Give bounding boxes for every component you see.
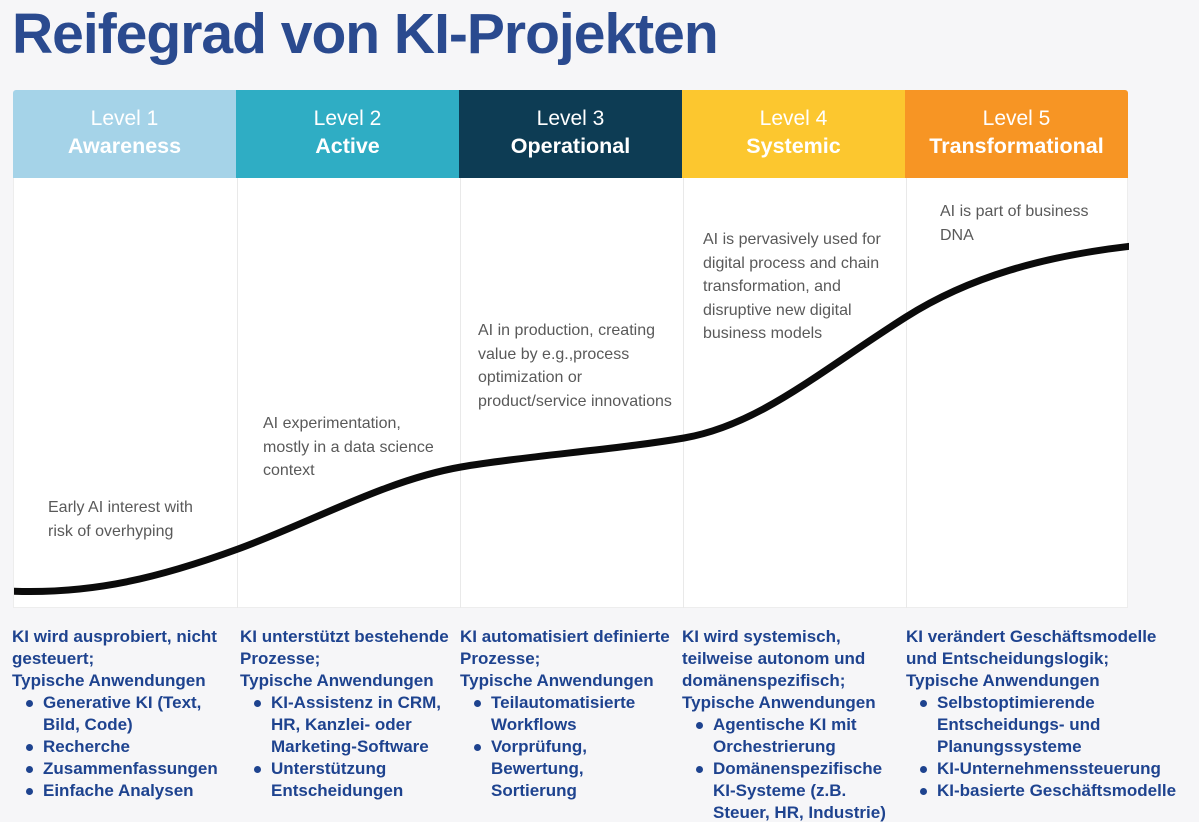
level-1-label: Level 1 [90, 107, 159, 130]
maturity-panel: Early AI interest with risk of overhypin… [13, 178, 1129, 608]
maturity-curve [14, 242, 1129, 595]
level-summary: KI wird ausprobiert, nicht gesteuert; [12, 627, 217, 668]
bullet-item: Recherche [12, 736, 240, 758]
level-5-header: Level 5 Transformational [905, 90, 1128, 178]
bullet-item: KI-Assistenz in CRM, HR, Kanzlei- oder M… [240, 692, 452, 758]
level-2-label: Level 2 [313, 107, 382, 130]
level-4-curve-note: AI is pervasively used for digital proce… [703, 231, 881, 342]
level-3-curve-note: AI in production, creating value by e.g.… [478, 322, 672, 410]
level-3-name: Operational [510, 134, 631, 158]
level-3-header: Level 3 Operational [459, 90, 682, 178]
applications-list: KI-Assistenz in CRM, HR, Kanzlei- oder M… [240, 692, 452, 802]
level-5-curve-note: AI is part of business DNA [940, 203, 1089, 244]
applications-list: Generative KI (Text, Bild, Code)Recherch… [12, 692, 240, 802]
level-summary: KI automatisiert definierte Prozesse; [460, 627, 670, 668]
bullet-item: Generative KI (Text, Bild, Code) [12, 692, 240, 736]
level-1-curve-note: Early AI interest with risk of overhypin… [48, 499, 193, 540]
level-3-label: Level 3 [536, 107, 605, 130]
level-1-details: KI wird ausprobiert, nicht gesteuert; Ty… [12, 626, 240, 802]
applications-label: Typische Anwendungen [12, 671, 206, 690]
bullet-item: Unterstützung Entscheidungen [240, 758, 452, 802]
applications-list: Selbstoptimierende Entscheidungs- und Pl… [906, 692, 1180, 802]
applications-label: Typische Anwendungen [906, 671, 1100, 690]
level-4-name: Systemic [746, 134, 841, 158]
bullet-item: Einfache Analysen [12, 780, 240, 802]
column-divider [906, 178, 907, 608]
level-4-label: Level 4 [759, 107, 828, 130]
level-5-name: Transformational [929, 134, 1104, 158]
bullet-item: Agentische KI mit Orchestrierung [682, 714, 906, 758]
level-summary: KI wird systemisch, teilweise autonom un… [682, 627, 866, 690]
applications-label: Typische Anwendungen [240, 671, 434, 690]
level-1-header: Level 1 Awareness [13, 90, 236, 178]
level-3-details: KI automatisiert definierte Prozesse; Ty… [460, 626, 672, 802]
bullet-item: Vorprüfung, Bewertung, Sortierung [460, 736, 672, 802]
level-1-name: Awareness [67, 134, 182, 158]
bullet-item: KI-Unternehmenssteuerung [906, 758, 1180, 780]
bullet-item: Selbstoptimierende Entscheidungs- und Pl… [906, 692, 1180, 758]
level-2-header: Level 2 Active [236, 90, 459, 178]
bullet-item: Zusammenfassungen [12, 758, 240, 780]
level-2-curve-note: AI experimentation, mostly in a data sci… [263, 415, 434, 479]
level-5-details: KI verändert Geschäftsmodelle und Entsch… [906, 626, 1180, 802]
column-divider [460, 178, 461, 608]
level-2-name: Active [315, 134, 380, 158]
bullet-item: Domänenspezifische KI-Systeme (z.B. Steu… [682, 758, 906, 822]
applications-label: Typische Anwendungen [460, 671, 654, 690]
column-divider [237, 178, 238, 608]
bullet-item: Teilautomatisierte Workflows [460, 692, 672, 736]
applications-label: Typische Anwendungen [682, 693, 876, 712]
page-title: Reifegrad von KI-Projekten [12, 2, 719, 66]
level-4-details: KI wird systemisch, teilweise autonom un… [682, 626, 906, 822]
level-4-header: Level 4 Systemic [682, 90, 905, 178]
level-summary: KI unterstützt bestehende Prozesse; [240, 627, 449, 668]
level-header-row: Level 1 Awareness Level 2 Active Level 3… [13, 90, 1128, 178]
level-2-details: KI unterstützt bestehende Prozesse; Typi… [240, 626, 452, 802]
bullet-item: KI-basierte Geschäftsmodelle [906, 780, 1180, 802]
column-divider [683, 178, 684, 608]
level-summary: KI verändert Geschäftsmodelle und Entsch… [906, 627, 1157, 668]
curve-line [14, 242, 1129, 595]
level-5-label: Level 5 [982, 107, 1051, 130]
